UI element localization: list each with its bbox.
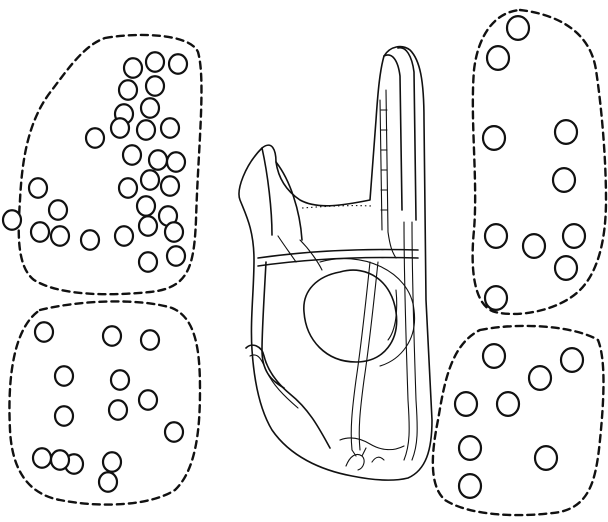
specimen-base-frond (346, 448, 384, 470)
circle-cell (139, 252, 157, 271)
specimen-outline (239, 47, 432, 481)
circle-cell (563, 224, 585, 248)
central-specimen-drawing (239, 47, 432, 481)
circle-cell (124, 58, 142, 77)
circle-cell (99, 472, 117, 491)
circle-cell (555, 256, 577, 280)
circle-cell (49, 200, 67, 219)
specimen-base (340, 438, 404, 450)
circle-cell (149, 150, 167, 169)
circle-cell (459, 474, 481, 498)
circle-cell (33, 448, 51, 467)
circle-cell (3, 210, 21, 229)
circle-cell (507, 16, 529, 40)
circle-cell (51, 226, 69, 245)
circle-cell (51, 450, 69, 469)
circle-cell (167, 152, 185, 171)
circle-cell (115, 226, 133, 245)
circle-cell (529, 366, 551, 390)
circle-cell (146, 52, 164, 71)
circle-cell (139, 390, 157, 409)
circle-cell (141, 98, 159, 117)
region-top-right (473, 10, 606, 314)
circle-cell (29, 178, 47, 197)
circle-cell (111, 370, 129, 389)
circle-cell (483, 126, 505, 150)
circle-cell (553, 168, 575, 192)
region-top-left (3, 35, 201, 294)
circle-cell (523, 234, 545, 258)
circle-cell (123, 145, 141, 164)
specimen-oval-outer (320, 259, 415, 366)
circle-cell (55, 366, 73, 385)
specimen-channel-mid (351, 262, 378, 450)
circle-cell (119, 178, 137, 197)
circle-cell (497, 392, 519, 416)
circle-cell (535, 446, 557, 470)
circle-cell (137, 120, 155, 139)
circle-cell (111, 118, 129, 137)
specimen-crossbar (258, 249, 418, 266)
circle-cell (483, 344, 505, 368)
circle-cell (555, 120, 577, 144)
circle-cell (55, 406, 73, 425)
region-bottom-right (433, 326, 604, 515)
circle-cell (169, 54, 187, 73)
circle-cell (487, 46, 509, 70)
specimen-crest (262, 148, 302, 240)
circle-cell (455, 392, 477, 416)
circle-cell (485, 286, 507, 310)
region-bottom-left (9, 301, 200, 504)
circle-cell (86, 128, 104, 147)
circle-cell (141, 170, 159, 189)
specimen-duct-1 (380, 90, 388, 232)
circle-cell (109, 400, 127, 419)
circle-cell (459, 436, 481, 460)
specimen-central-oval (304, 270, 397, 362)
circle-cell (561, 348, 583, 372)
circle-cell (139, 216, 157, 235)
circle-cell (103, 326, 121, 345)
circle-cell (137, 196, 155, 215)
circle-cell (31, 222, 49, 241)
circle-cell (35, 322, 53, 341)
circle-cell (103, 452, 121, 471)
circle-cell (81, 230, 99, 249)
circle-cell (119, 80, 137, 99)
circle-cell (485, 224, 507, 248)
circle-cell (161, 118, 179, 137)
circle-cell (141, 330, 159, 349)
circle-cell (165, 222, 183, 241)
circle-cell (167, 246, 185, 265)
circle-cell (161, 176, 179, 195)
circle-cell (146, 76, 164, 95)
circle-cell (165, 422, 183, 441)
